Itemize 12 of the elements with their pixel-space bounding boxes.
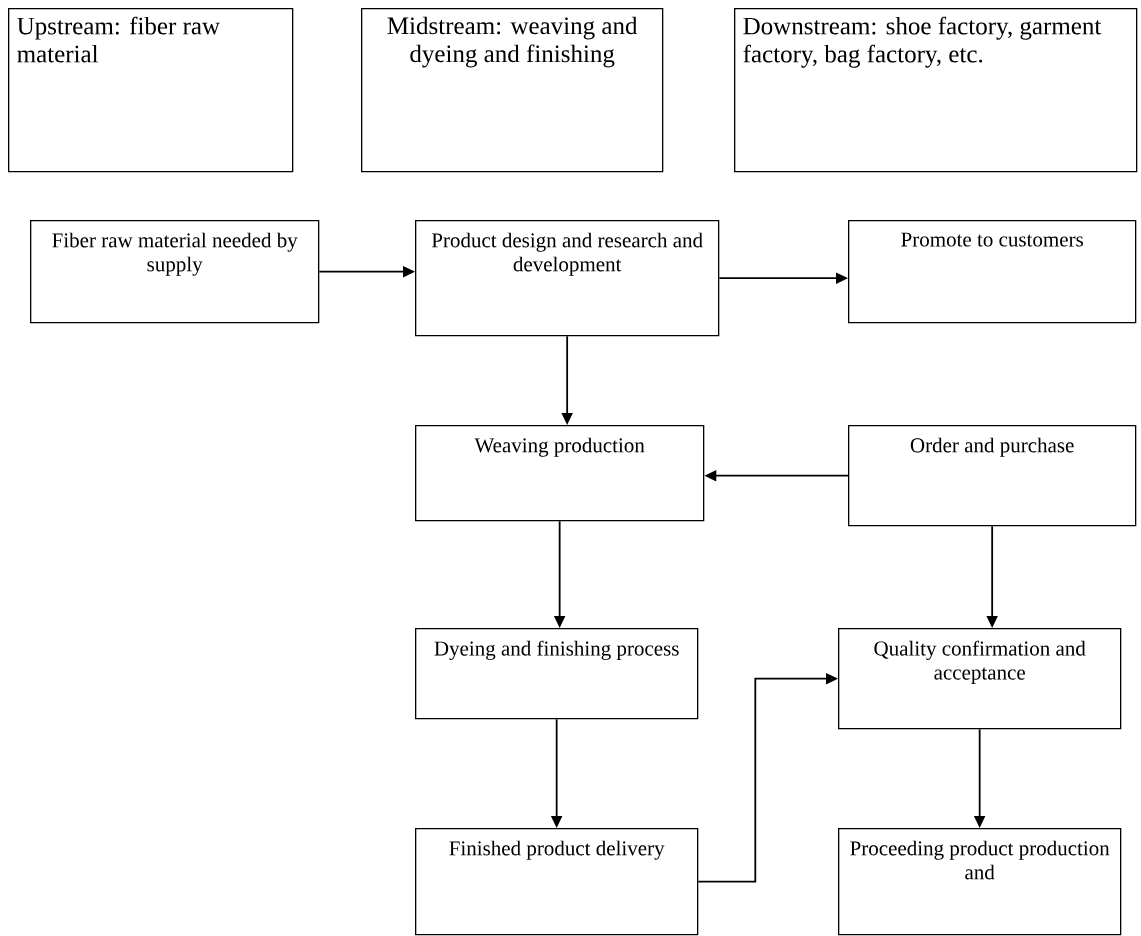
process-box: Proceeding product production and: [838, 828, 1122, 936]
process-box: Finished product delivery: [415, 828, 699, 936]
process-box: Fiber raw material needed by supply: [30, 220, 320, 324]
stream-box: Downstream: shoe factory, garment factory, bag factory, etc.: [734, 8, 1138, 173]
process-box: Order and purchase: [848, 425, 1137, 527]
process-box: Product design and research and development: [415, 220, 720, 337]
process-box: Promote to customers: [848, 220, 1137, 324]
process-box: Quality confirmation and acceptance: [838, 628, 1122, 730]
process-box: Weaving production: [415, 425, 705, 522]
stream-box: Upstream: fiber raw material: [8, 8, 294, 173]
stream-box: Midstream: weaving and dyeing and finishing: [361, 8, 664, 173]
process-box: Dyeing and finishing process: [415, 628, 699, 720]
